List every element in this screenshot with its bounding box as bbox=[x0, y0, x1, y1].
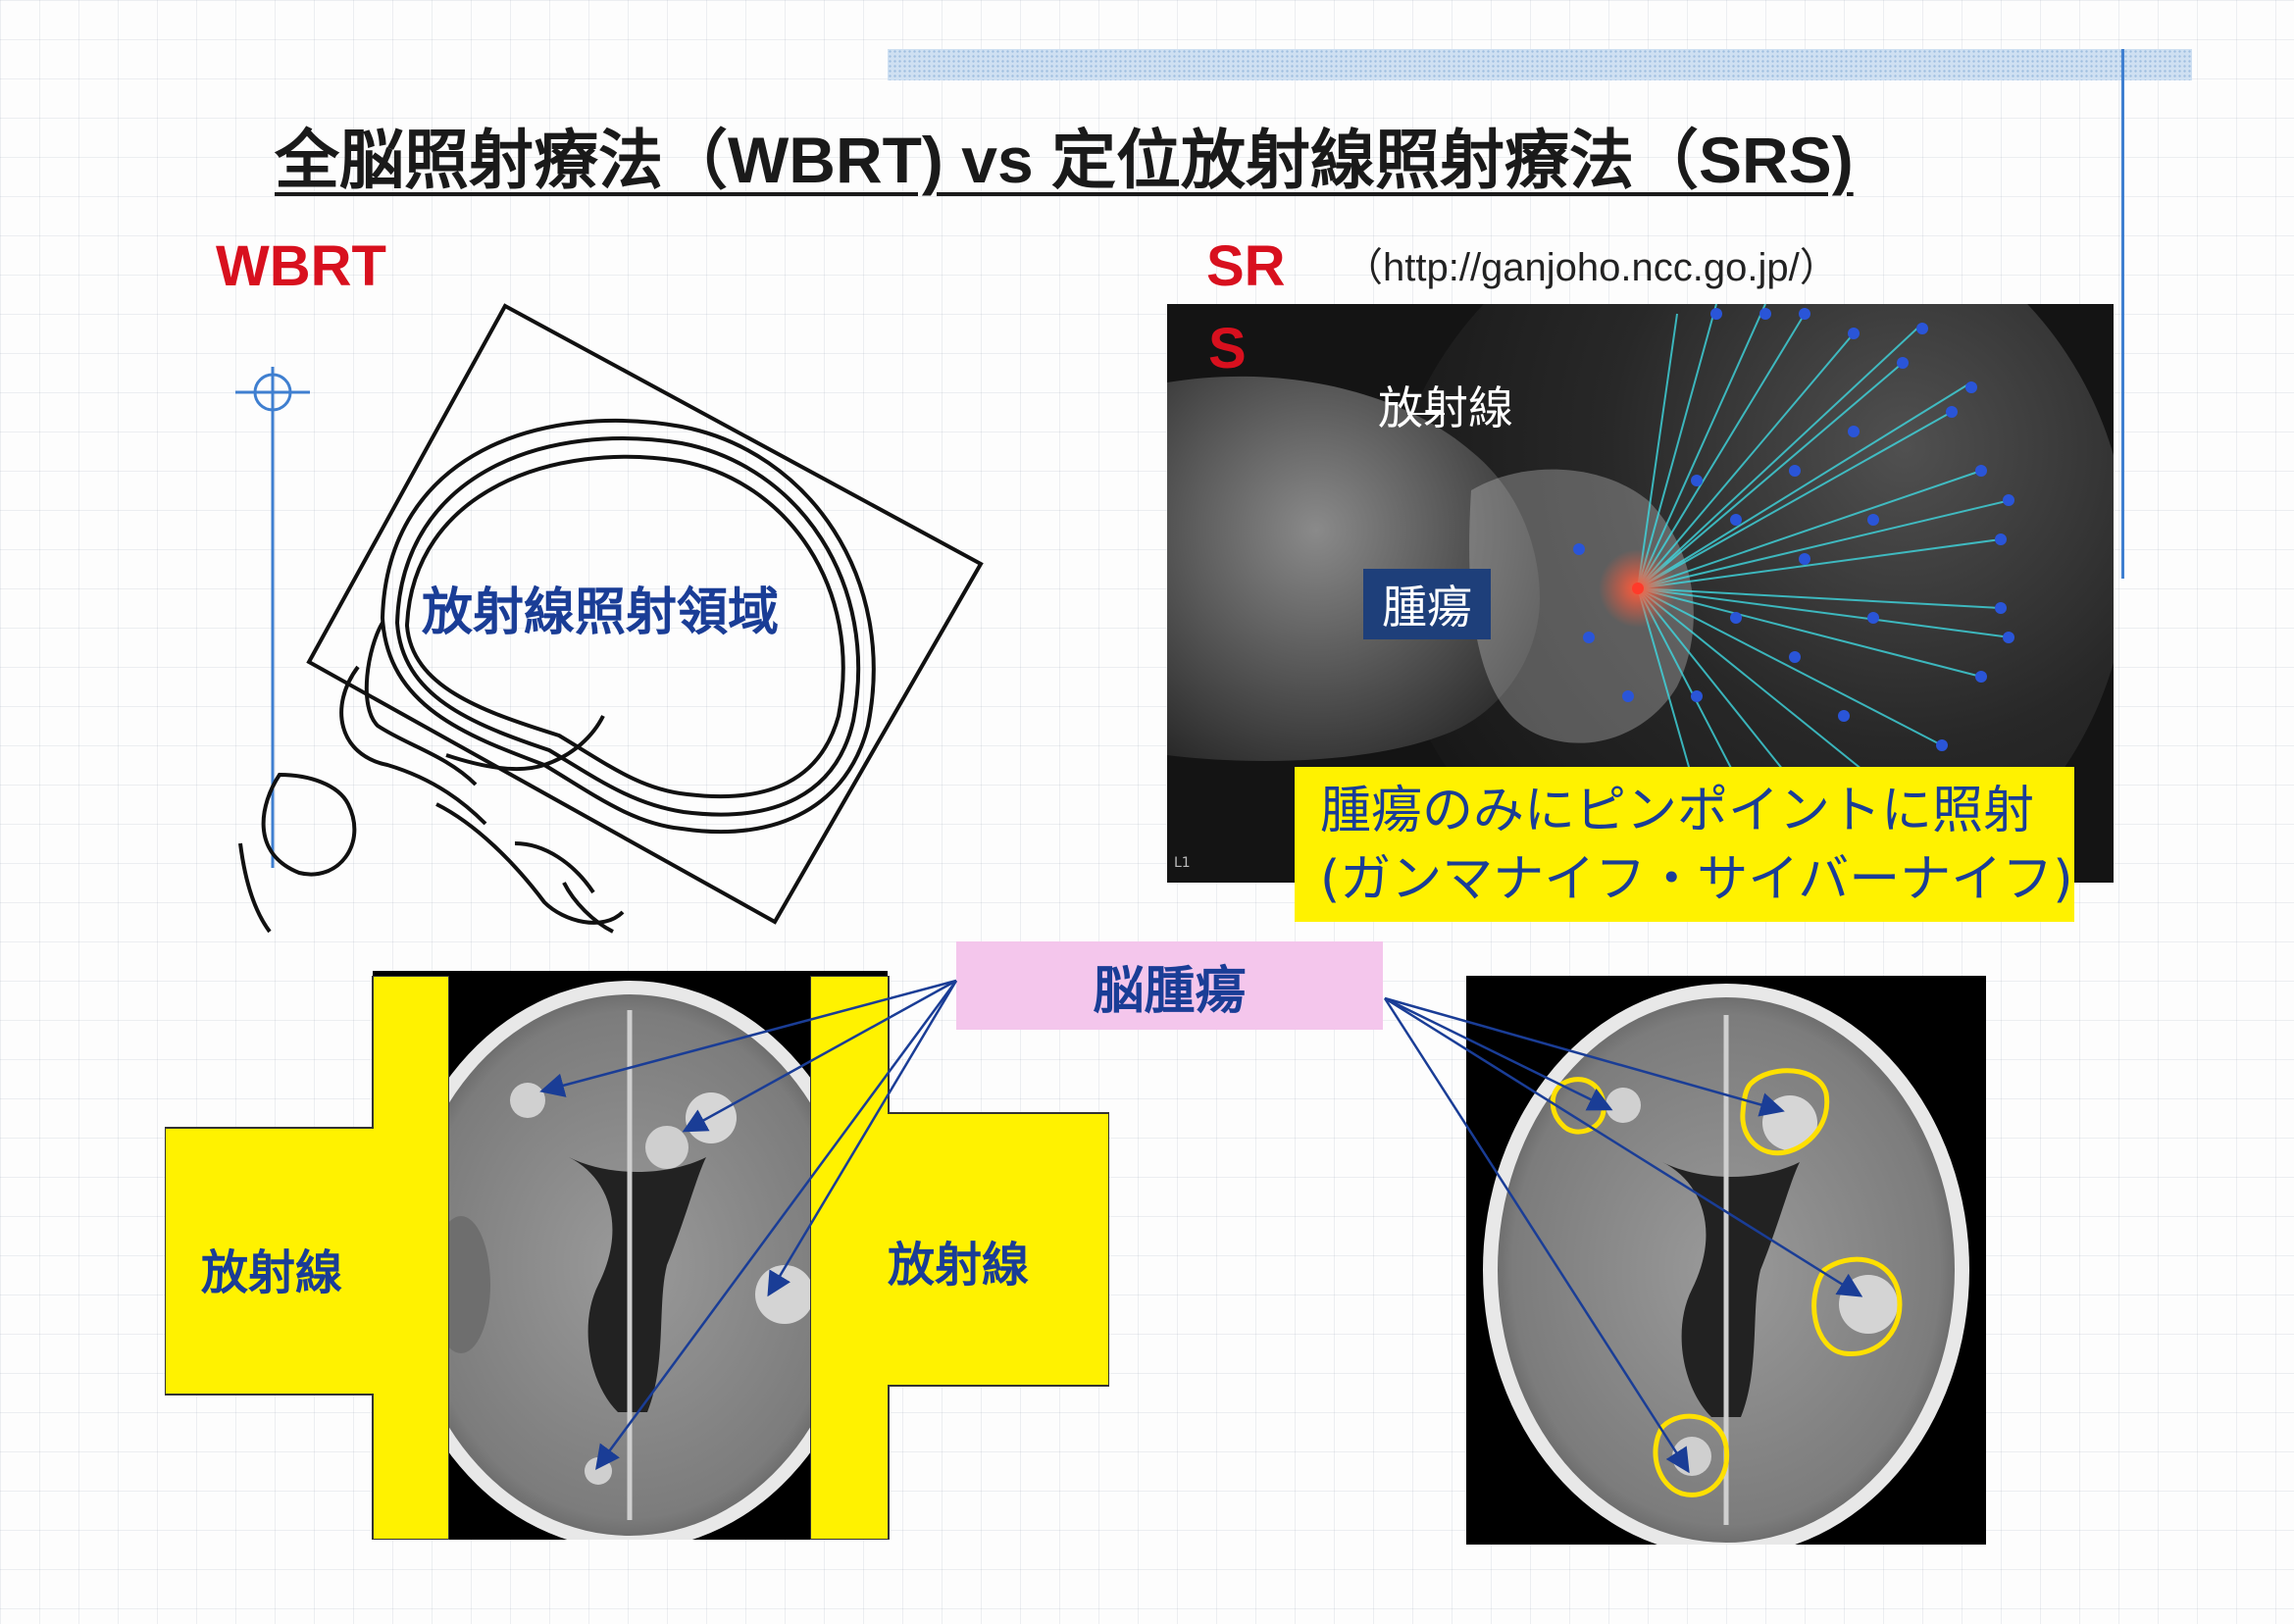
right-arrow-label: 放射線 bbox=[888, 1238, 1030, 1293]
top-decorative-band bbox=[888, 49, 2192, 80]
srs-caption: 腫瘍のみにピンポイントに照射 (ガンマナイフ・サイバーナイフ) bbox=[1295, 767, 2074, 922]
source-url: （http://ganjoho.ncc.go.jp/） bbox=[1344, 246, 1839, 289]
left-arrow-label: 放射線 bbox=[201, 1245, 343, 1300]
right-margin-line bbox=[2121, 49, 2124, 579]
page-title: 全脳照射療法（WBRT) vs 定位放射線照射療法（SRS) bbox=[275, 124, 1854, 196]
left-radiation-arrow bbox=[165, 976, 449, 1540]
brain-tumor-label: 脳腫瘍 bbox=[956, 941, 1383, 1030]
srs-caption-line2: (ガンマナイフ・サイバーナイフ) bbox=[1320, 850, 2073, 909]
tumor-label: 腫瘍 bbox=[1363, 569, 1491, 639]
corner-mark: L1 bbox=[1174, 855, 1191, 871]
wbrt-label: WBRT bbox=[216, 234, 386, 298]
right-ct-scan bbox=[1466, 976, 1986, 1545]
irradiation-area-label: 放射線照射領域 bbox=[422, 584, 780, 642]
wbrt-head-sketch bbox=[238, 303, 984, 934]
srs-label-line2: S bbox=[1208, 317, 1247, 381]
srs-caption-line1: 腫瘍のみにピンポイントに照射 bbox=[1320, 782, 2035, 840]
srs-label-line1: SR bbox=[1206, 234, 1286, 298]
radiation-label: 放射線 bbox=[1378, 381, 1513, 434]
